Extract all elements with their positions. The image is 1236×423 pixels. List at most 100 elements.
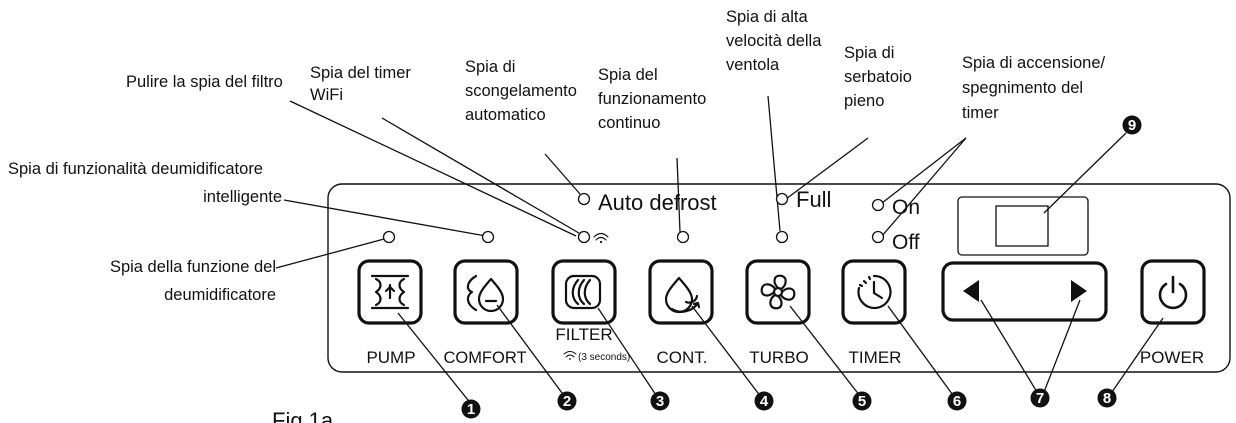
led-continuous [676, 230, 690, 244]
leader-wifi-timer [381, 117, 585, 237]
filter-wifi-icon [563, 351, 577, 360]
svg-text:6: 6 [953, 393, 961, 410]
wifi-icon [593, 232, 609, 244]
on-label: On [892, 196, 920, 219]
number-marker-7: 7 [1030, 388, 1050, 408]
cont-label: CONT. [657, 348, 708, 367]
svg-text:1: 1 [467, 401, 475, 418]
callout-clean-filter: Pulire la spia del filtro [126, 73, 283, 91]
left-right-arrows-icon [963, 280, 1087, 302]
number-marker-8: 8 [1097, 388, 1117, 408]
panel-outline [327, 183, 1231, 373]
off-label: Off [892, 231, 920, 254]
filter-button[interactable] [551, 259, 617, 325]
cont-button[interactable] [648, 259, 714, 325]
pump-button[interactable] [357, 259, 423, 325]
leader-defrost [544, 153, 581, 195]
callout-wifi-timer-line2: WiFi [310, 86, 343, 104]
leader-num-7a [980, 299, 1038, 393]
number-marker-6: 6 [947, 391, 967, 411]
filter-label: FILTER [555, 325, 612, 344]
leader-num-3 [597, 307, 657, 396]
callout-dehum-line1: Spia della funzione del [110, 258, 276, 276]
callout-dehum-line2: deumidificatore [164, 286, 276, 304]
callout-timer-line3: timer [962, 104, 999, 122]
turbo-label: TURBO [749, 348, 809, 367]
leader-timer-on [881, 137, 967, 204]
led-smart [481, 230, 495, 244]
svg-text:3: 3 [656, 393, 664, 410]
callout-fan-line1: Spia di alta [726, 8, 808, 26]
power-button[interactable] [1140, 259, 1206, 325]
callout-wifi-timer-line1: Spia del timer [310, 64, 411, 82]
timer-button[interactable] [841, 259, 907, 325]
callout-defrost-line1: Spia di [465, 58, 515, 76]
timer-label: TIMER [849, 348, 902, 367]
comfort-button[interactable] [453, 259, 519, 325]
callout-timer-line1: Spia di accensione/ [962, 54, 1106, 72]
comfort-label: COMFORT [443, 349, 526, 367]
leader-num-8 [1111, 317, 1164, 393]
power-icon [1158, 275, 1188, 310]
callout-continuous-line2: funzionamento [598, 90, 706, 108]
callout-defrost-line3: automatico [465, 106, 546, 124]
number-marker-2: 2 [557, 391, 577, 411]
callout-timer-line2: spegnimento del [962, 79, 1083, 97]
callout-continuous-line1: Spia del [598, 66, 658, 84]
display-screen [995, 205, 1049, 247]
pump-icon [370, 274, 410, 310]
number-marker-9: 9 [1122, 115, 1142, 135]
svg-text:9: 9 [1128, 117, 1136, 134]
svg-text:2: 2 [563, 393, 571, 410]
filter-sub-label: (3 seconds) [578, 352, 630, 363]
comfort-drop-icon [466, 274, 505, 313]
number-marker-4: 4 [754, 391, 774, 411]
callout-defrost-line2: scongelamento [465, 82, 577, 100]
leader-dehum [275, 237, 389, 269]
filter-icon [564, 274, 602, 310]
auto-defrost-label: Auto defrost [598, 190, 717, 215]
leader-smart [283, 199, 487, 237]
callout-smart-line1: Spia di funzionalità deumidificatore [8, 160, 263, 178]
number-marker-5: 5 [852, 391, 872, 411]
timer-clock-icon [857, 274, 892, 310]
leader-timer-off [881, 137, 967, 237]
svg-text:4: 4 [760, 393, 769, 410]
led-dehumidifier [382, 230, 396, 244]
led-filter [577, 230, 591, 244]
callout-fan-line3: ventola [726, 56, 780, 74]
callout-tank-line2: serbatoio [844, 68, 912, 86]
callout-tank-line3: pieno [844, 92, 884, 110]
leader-num-2 [496, 304, 566, 398]
led-full [775, 192, 789, 206]
number-marker-3: 3 [650, 391, 670, 411]
arrows-button[interactable] [941, 261, 1108, 322]
leader-num-6 [887, 305, 956, 399]
led-auto-defrost [577, 192, 591, 206]
callout-fan-line2: velocità della [726, 32, 822, 50]
callout-smart-line2: intelligente [203, 188, 282, 206]
leader-continuous [676, 157, 681, 233]
svg-text:5: 5 [858, 393, 866, 410]
led-timer-off [871, 230, 885, 244]
led-timer-on [871, 198, 885, 212]
callout-tank-line1: Spia di [844, 44, 894, 62]
continuous-drops-icon [664, 276, 701, 314]
led-turbo [775, 230, 789, 244]
leader-fan [767, 95, 781, 232]
leader-num-7b [1043, 299, 1081, 393]
turbo-button[interactable] [745, 259, 811, 325]
leader-num-4 [691, 305, 762, 398]
leader-num-5 [789, 305, 861, 397]
full-label: Full [796, 187, 831, 212]
pump-label: PUMP [366, 348, 415, 367]
figure-label: Fig.1a [272, 408, 334, 423]
number-marker-1: 1 [461, 399, 481, 419]
leader-num-1 [397, 312, 473, 406]
leader-clean-filter [289, 100, 577, 237]
power-label: POWER [1140, 348, 1204, 367]
svg-text:7: 7 [1036, 390, 1044, 407]
fan-icon [760, 274, 796, 310]
leader-num-9 [1043, 132, 1127, 214]
